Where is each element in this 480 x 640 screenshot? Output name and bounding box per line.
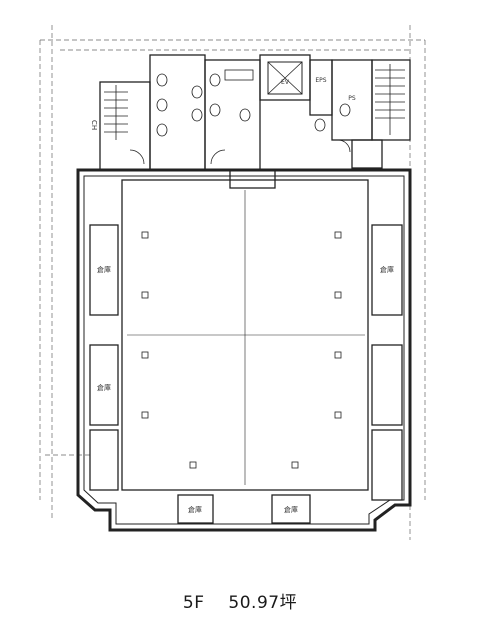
eps-label: EPS (315, 77, 326, 84)
bottom-left-storage-label: 倉庫 (188, 505, 202, 514)
elevator-label: EV (281, 79, 290, 86)
floor-plan-drawing: CH 倉庫 倉庫 倉庫 倉庫 倉庫 EPS PS EV (39, 25, 426, 540)
bottom-right-storage-label: 倉庫 (284, 505, 298, 514)
left-lower-room-label: 倉庫 (97, 383, 111, 392)
outer-wall (76, 168, 412, 532)
right-storage-label: 倉庫 (380, 265, 394, 274)
area-label: 50.97坪 (228, 593, 298, 613)
dimension-lines (39, 25, 426, 540)
storage-rooms (89, 224, 403, 524)
floor-label: 5F (182, 593, 205, 613)
office-area (121, 179, 369, 491)
ps-label: PS (348, 95, 356, 102)
left-vertical-mark: CH (90, 120, 98, 130)
floor-caption: 5F 50.97坪 (0, 588, 480, 613)
left-storage-label: 倉庫 (97, 265, 111, 274)
core-area (99, 54, 411, 189)
